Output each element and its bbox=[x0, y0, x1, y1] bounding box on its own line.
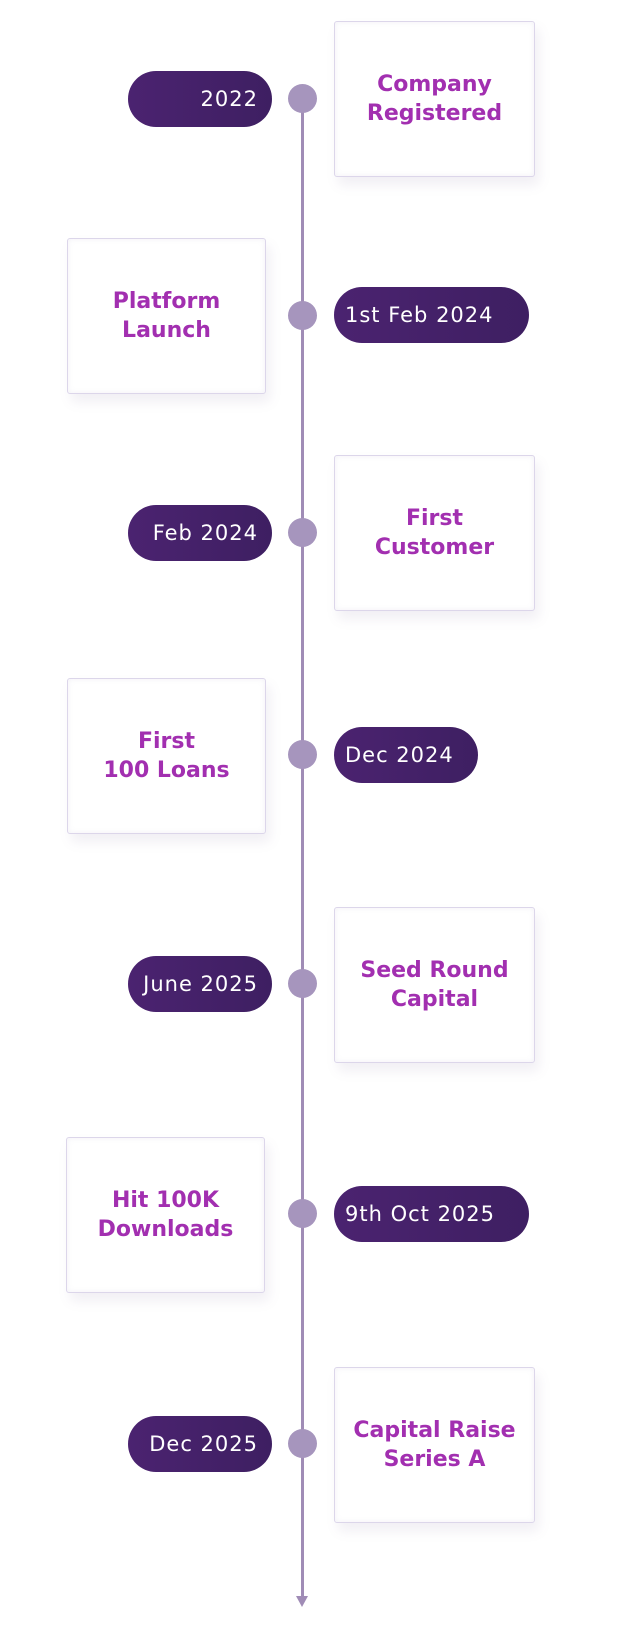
milestone-date-pill: 9th Oct 2025 bbox=[334, 1186, 529, 1242]
milestone-date: 1st Feb 2024 bbox=[345, 303, 494, 327]
milestone-card: Seed Round Capital bbox=[334, 907, 535, 1063]
milestone-title: Seed Round Capital bbox=[360, 958, 509, 1012]
timeline-dot bbox=[288, 740, 317, 769]
milestone-title: Hit 100K Downloads bbox=[97, 1188, 234, 1242]
timeline-dot bbox=[288, 1199, 317, 1228]
timeline-axis-line bbox=[301, 99, 304, 1601]
milestone-date: 2022 bbox=[200, 87, 258, 111]
milestone-title: Company Registered bbox=[366, 72, 503, 126]
milestone-title: First Customer bbox=[374, 506, 495, 560]
milestone-date-pill: Dec 2024 bbox=[334, 727, 478, 783]
timeline-dot bbox=[288, 969, 317, 998]
milestone-date: June 2025 bbox=[143, 972, 258, 996]
milestone-date: Dec 2024 bbox=[345, 743, 454, 767]
milestone-card: Platform Launch bbox=[67, 238, 266, 394]
milestone-title: Capital Raise Series A bbox=[353, 1418, 516, 1472]
timeline-dot bbox=[288, 1429, 317, 1458]
milestone-date-pill: 1st Feb 2024 bbox=[334, 287, 529, 343]
milestone-date-pill: Dec 2025 bbox=[128, 1416, 272, 1472]
milestone-card: Hit 100K Downloads bbox=[66, 1137, 265, 1293]
milestone-title: Platform Launch bbox=[112, 289, 221, 343]
milestone-card: First 100 Loans bbox=[67, 678, 266, 834]
milestone-card: First Customer bbox=[334, 455, 535, 611]
milestone-card: Company Registered bbox=[334, 21, 535, 177]
milestone-date: 9th Oct 2025 bbox=[345, 1202, 496, 1226]
milestone-date: Dec 2025 bbox=[149, 1432, 258, 1456]
timeline-dot bbox=[288, 301, 317, 330]
milestone-date: Feb 2024 bbox=[152, 521, 258, 545]
milestone-date-pill: June 2025 bbox=[128, 956, 272, 1012]
milestone-date-pill: 2022 bbox=[128, 71, 272, 127]
timeline-dot bbox=[288, 518, 317, 547]
milestone-card: Capital Raise Series A bbox=[334, 1367, 535, 1523]
milestone-date-pill: Feb 2024 bbox=[128, 505, 272, 561]
timeline-dot bbox=[288, 84, 317, 113]
milestone-title: First 100 Loans bbox=[103, 729, 230, 783]
arrow-down-icon bbox=[296, 1596, 308, 1607]
